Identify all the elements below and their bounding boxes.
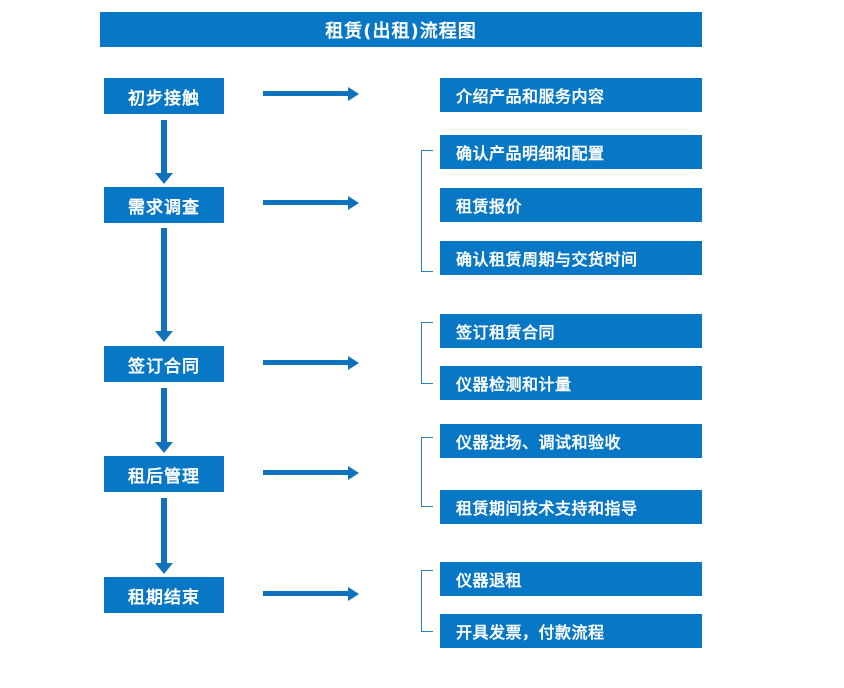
right-arrow-icon-5 — [263, 587, 359, 601]
page-title: 租赁(出租)流程图 — [100, 12, 702, 47]
down-arrow-icon-4 — [155, 498, 173, 574]
detail-box-1[interactable]: 介绍产品和服务内容 — [440, 78, 702, 112]
stage-box-2[interactable]: 需求调查 — [104, 187, 224, 223]
stage-box-3[interactable]: 签订合同 — [104, 346, 224, 382]
detail-box-8[interactable]: 租赁期间技术支持和指导 — [440, 490, 702, 524]
group-bracket-2 — [421, 322, 433, 384]
detail-box-9[interactable]: 仪器退租 — [440, 562, 702, 596]
right-arrow-icon-4 — [263, 466, 359, 480]
group-bracket-1 — [421, 150, 433, 272]
group-bracket-3 — [421, 437, 433, 507]
detail-box-4[interactable]: 确认租赁周期与交货时间 — [440, 241, 702, 275]
group-bracket-4 — [421, 570, 433, 632]
stage-box-1[interactable]: 初步接触 — [104, 78, 224, 114]
detail-box-10[interactable]: 开具发票，付款流程 — [440, 614, 702, 648]
down-arrow-icon-2 — [155, 228, 173, 342]
detail-box-6[interactable]: 仪器检测和计量 — [440, 366, 702, 400]
stage-box-4[interactable]: 租后管理 — [104, 456, 224, 492]
stage-box-5[interactable]: 租期结束 — [104, 577, 224, 613]
detail-box-7[interactable]: 仪器进场、调试和验收 — [440, 424, 702, 458]
down-arrow-icon-1 — [155, 120, 173, 184]
detail-box-5[interactable]: 签订租赁合同 — [440, 314, 702, 348]
right-arrow-icon-1 — [263, 87, 359, 101]
detail-box-2[interactable]: 确认产品明细和配置 — [440, 135, 702, 169]
down-arrow-icon-3 — [155, 388, 173, 453]
detail-box-3[interactable]: 租赁报价 — [440, 188, 702, 222]
right-arrow-icon-2 — [263, 196, 359, 210]
right-arrow-icon-3 — [263, 356, 359, 370]
